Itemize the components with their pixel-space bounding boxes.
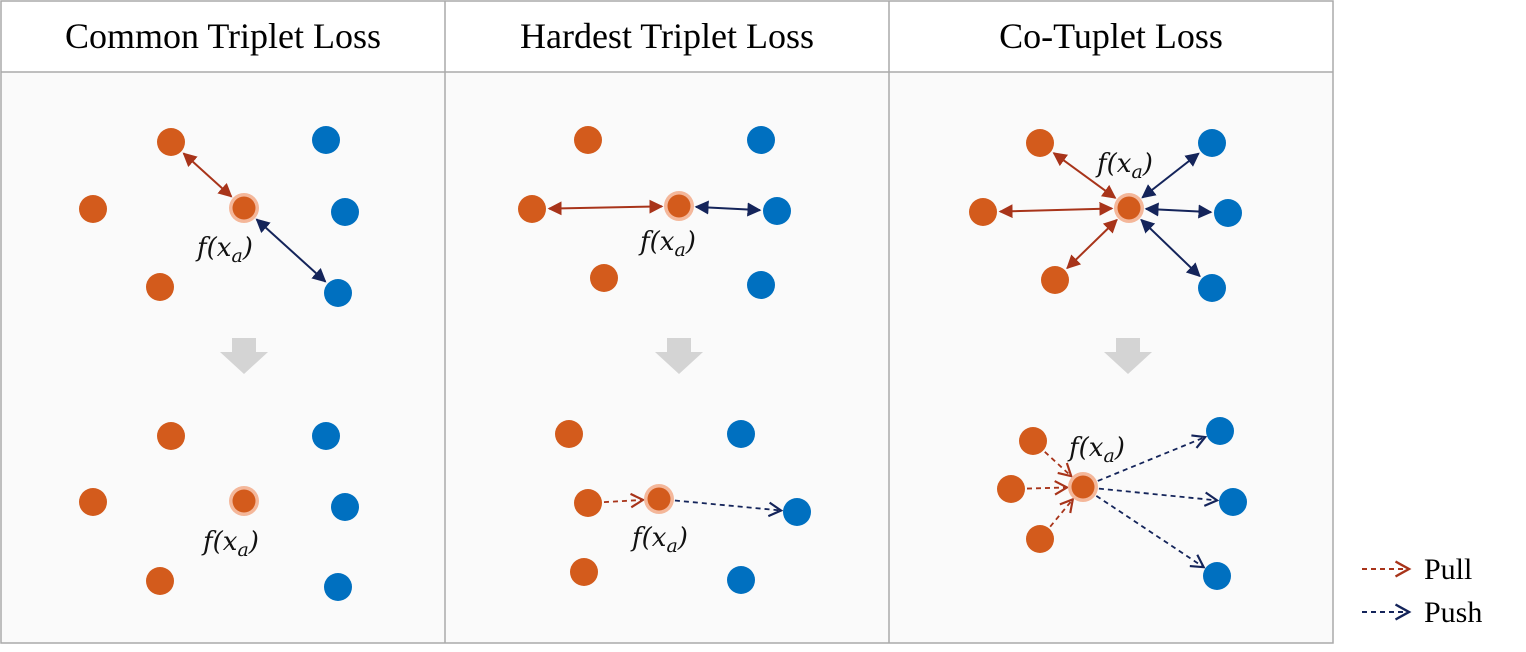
panels-outer-border — [0, 0, 1334, 644]
anchor-point — [232, 489, 256, 513]
transition-arrow — [655, 338, 703, 374]
positive-point — [146, 567, 174, 595]
anchor-point — [232, 196, 256, 220]
positive-point — [157, 128, 185, 156]
positive-point — [518, 195, 546, 223]
positive-point — [146, 273, 174, 301]
positive-point — [590, 264, 618, 292]
negative-point — [1198, 129, 1226, 157]
push-arrow — [255, 218, 327, 283]
panel-title-hardest-triplet: Hardest Triplet Loss — [520, 16, 814, 56]
negative-point — [727, 566, 755, 594]
negative-point — [324, 573, 352, 601]
anchor-label: f(xa) — [1095, 149, 1153, 183]
anchor-label: f(xa) — [195, 233, 253, 267]
push-arrow — [694, 200, 762, 217]
negative-point — [747, 126, 775, 154]
anchor-point — [647, 487, 671, 511]
positive-point — [157, 422, 185, 450]
pull-arrow — [603, 492, 646, 509]
anchor-point — [1071, 475, 1095, 499]
negative-point — [1198, 274, 1226, 302]
negative-point — [1203, 562, 1231, 590]
pull-arrow — [182, 152, 233, 198]
negative-point — [763, 197, 791, 225]
panel-title-co-tuplet: Co-Tuplet Loss — [999, 16, 1223, 56]
positive-point — [79, 195, 107, 223]
negative-point — [1219, 488, 1247, 516]
negative-point — [727, 420, 755, 448]
anchor-point — [1117, 196, 1141, 220]
pull-arrow — [1044, 451, 1073, 478]
negative-point — [1214, 199, 1242, 227]
push-arrow — [1098, 487, 1220, 507]
pull-arrow — [1052, 152, 1117, 199]
negative-point — [747, 271, 775, 299]
positive-point — [574, 126, 602, 154]
negative-point — [1206, 417, 1234, 445]
legend-push-label: Push — [1424, 596, 1482, 629]
positive-point — [79, 488, 107, 516]
anchor-label: f(xa) — [630, 523, 688, 557]
relation-arrows — [182, 152, 1220, 569]
positive-point — [1026, 129, 1054, 157]
negative-point — [324, 279, 352, 307]
negative-point — [331, 198, 359, 226]
positive-point — [1019, 427, 1047, 455]
panel-title-common-triplet: Common Triplet Loss — [65, 16, 381, 56]
positive-point — [997, 475, 1025, 503]
anchor-label: f(xa) — [1067, 433, 1125, 467]
push-arrow — [1140, 218, 1201, 278]
push-arrow — [1141, 152, 1200, 199]
push-arrow — [1095, 495, 1206, 569]
transition-arrow — [220, 338, 268, 374]
negative-point — [783, 498, 811, 526]
anchor-labels: f(xa) f(xa) f(xa) f(xa) f(xa) f(xa) — [195, 149, 1153, 561]
legend-pull-label: Pull — [1424, 553, 1472, 586]
anchor-point — [667, 194, 691, 218]
embedding-points — [79, 126, 1247, 601]
positive-point — [555, 420, 583, 448]
push-arrow — [1144, 202, 1213, 219]
pull-arrow — [547, 199, 664, 216]
positive-point — [1026, 525, 1054, 553]
pull-arrow — [1066, 218, 1118, 270]
transition-arrows — [220, 338, 1152, 374]
negative-point — [331, 493, 359, 521]
legend: Pull Push — [1362, 553, 1482, 629]
negative-point — [312, 422, 340, 450]
positive-point — [1041, 266, 1069, 294]
positive-point — [969, 198, 997, 226]
positive-point — [574, 489, 602, 517]
negative-point — [312, 126, 340, 154]
anchor-label: f(xa) — [201, 527, 259, 561]
pull-arrow — [998, 201, 1114, 219]
pull-arrow — [1049, 497, 1075, 528]
push-arrow — [1097, 434, 1208, 482]
positive-point — [570, 558, 598, 586]
pull-arrow — [1026, 480, 1070, 496]
anchor-label: f(xa) — [638, 227, 696, 261]
transition-arrow — [1104, 338, 1152, 374]
